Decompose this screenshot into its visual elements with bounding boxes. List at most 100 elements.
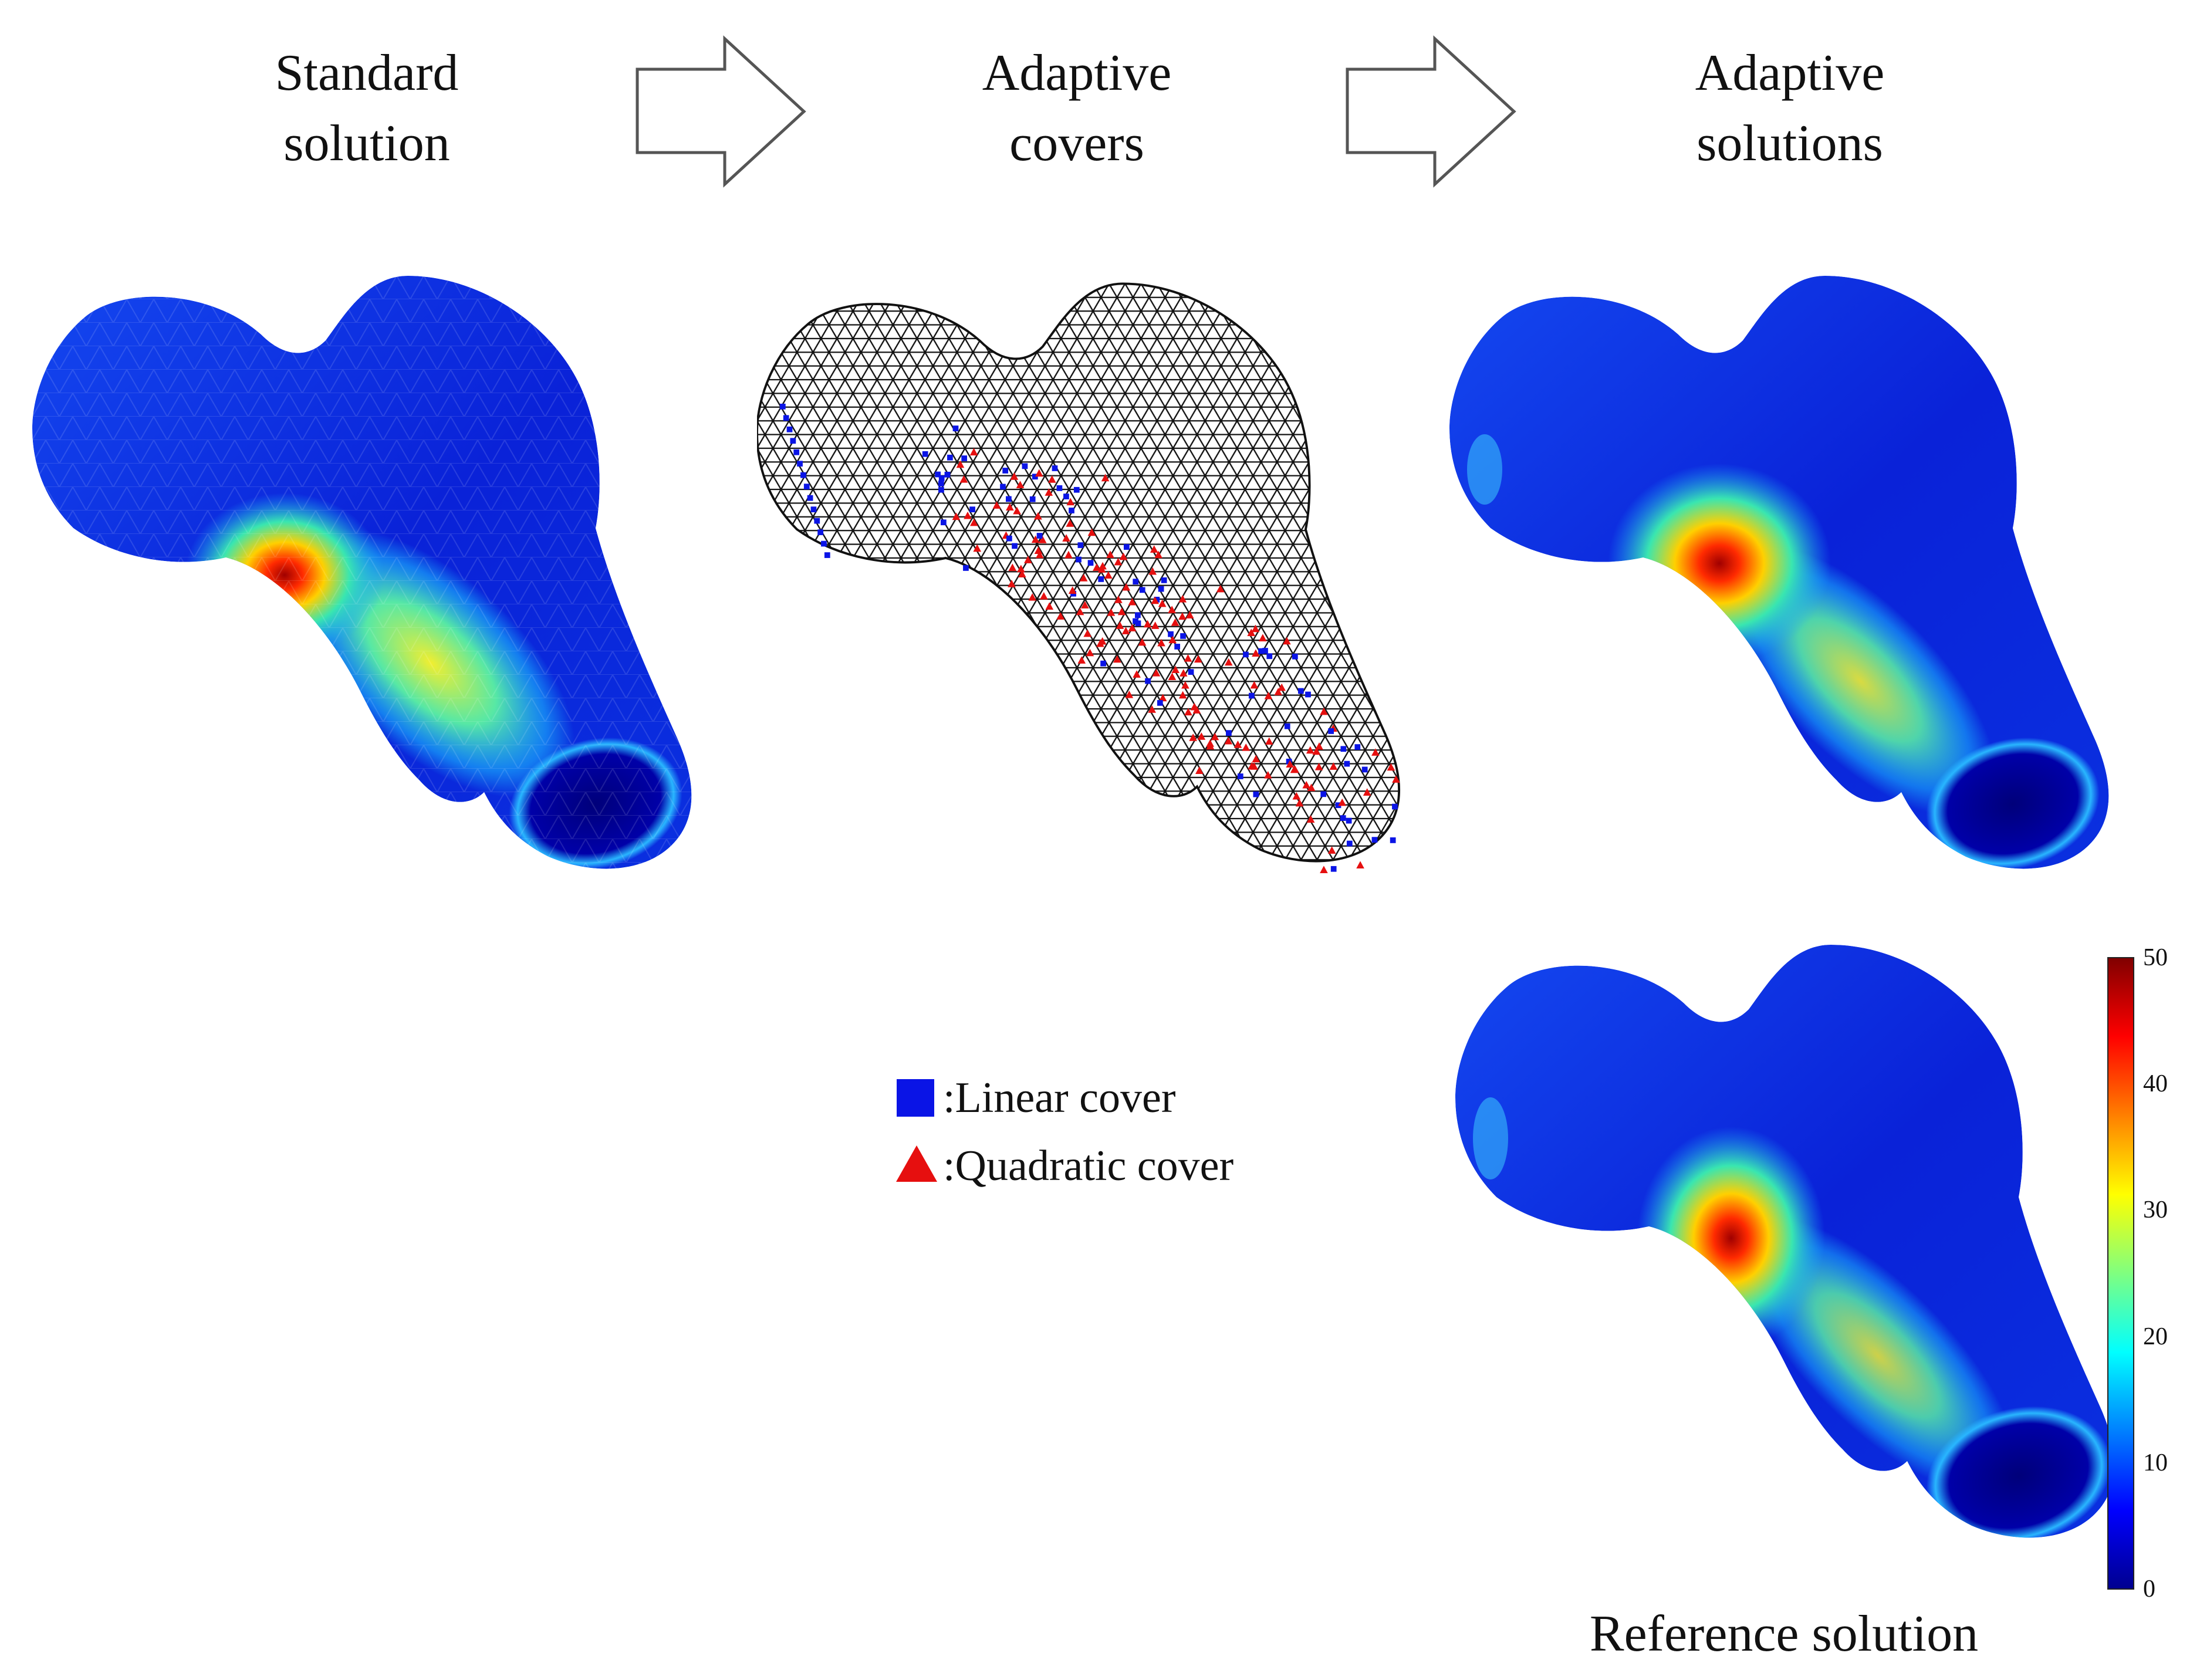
quadratic-cover-node xyxy=(1292,792,1301,800)
quadratic-cover-node xyxy=(1064,550,1073,559)
quadratic-cover-node xyxy=(1250,681,1259,689)
linear-cover-node xyxy=(1056,485,1063,491)
quadratic-cover-node xyxy=(1008,580,1016,587)
colorbar-tick-label: 10 xyxy=(2143,1449,2168,1476)
linear-cover-node xyxy=(810,506,817,512)
quadratic-cover-node xyxy=(1083,629,1091,637)
linear-cover-node xyxy=(803,484,810,490)
quadratic-cover-node xyxy=(1031,535,1040,543)
quadratic-cover-node xyxy=(1016,481,1025,489)
quadratic-cover-node xyxy=(1302,780,1311,789)
linear-cover-node xyxy=(779,403,786,410)
linear-cover-node xyxy=(1335,802,1341,809)
linear-cover-node xyxy=(1000,484,1006,490)
quadratic-cover-node xyxy=(1119,552,1128,560)
linear-cover-node xyxy=(1098,576,1104,582)
quadratic-cover-node xyxy=(1184,654,1192,662)
quadratic-cover-node xyxy=(1106,550,1114,558)
quadratic-cover-node xyxy=(1081,601,1089,609)
linear-cover-node xyxy=(817,529,823,535)
quadratic-cover-node xyxy=(1121,627,1130,634)
quadratic-cover-node xyxy=(959,475,968,483)
quadratic-cover-node xyxy=(973,544,982,552)
quadratic-cover-node xyxy=(1010,472,1019,480)
quadratic-cover-node xyxy=(1006,503,1014,511)
linear-cover-node xyxy=(1100,660,1106,667)
heading-line: solution xyxy=(283,115,450,172)
quadratic-cover-node xyxy=(1224,658,1233,666)
quadratic-cover-node xyxy=(1320,866,1328,873)
quadratic-cover-node xyxy=(1392,775,1400,783)
linear-cover-node xyxy=(922,451,928,457)
quadratic-cover-node xyxy=(1234,740,1242,748)
heading-line: Adaptive xyxy=(1695,45,1885,102)
standard-solution-plot xyxy=(32,276,692,869)
linear-cover-node xyxy=(938,475,945,481)
quadratic-cover-node xyxy=(1264,691,1273,699)
linear-cover-node xyxy=(1243,651,1249,658)
linear-cover-node xyxy=(1340,815,1346,821)
quadratic-cover-node xyxy=(1086,648,1094,657)
linear-cover-node xyxy=(1077,542,1084,548)
quadratic-cover-node xyxy=(1035,550,1044,559)
quadratic-cover-node xyxy=(1307,783,1316,792)
quadratic-cover-node xyxy=(1224,736,1233,745)
linear-cover-node xyxy=(1188,669,1194,675)
quadratic-cover-node xyxy=(1117,607,1126,616)
linear-cover-node xyxy=(1284,723,1290,729)
linear-cover-node xyxy=(1135,620,1141,627)
quadratic-cover-node xyxy=(1158,694,1167,702)
linear-cover-node xyxy=(1328,728,1334,734)
quadratic-cover-node xyxy=(1040,592,1048,600)
quadratic-cover-node xyxy=(1263,770,1272,779)
colorbar-tick-label: 40 xyxy=(2143,1070,2168,1098)
quadratic-cover-node xyxy=(1252,755,1260,763)
quadratic-cover-node xyxy=(1077,656,1086,664)
linear-cover-node xyxy=(961,455,968,461)
linear-cover-node xyxy=(786,426,793,432)
quadratic-cover-node xyxy=(1154,550,1162,559)
quadratic-cover-node xyxy=(1320,707,1328,715)
quadratic-cover-node xyxy=(1133,670,1141,678)
quadratic-cover-node xyxy=(1185,611,1194,618)
linear-cover-node xyxy=(1354,744,1361,750)
quadratic-cover-node xyxy=(1076,607,1084,616)
heading-line: solutions xyxy=(1697,115,1883,172)
quadratic-cover-node xyxy=(1363,788,1371,796)
flow-arrow-right-icon xyxy=(636,35,806,188)
quadratic-cover-node xyxy=(1138,638,1147,646)
linear-cover-node xyxy=(1180,633,1186,639)
quadratic-cover-node xyxy=(1017,564,1025,573)
quadratic-cover-node xyxy=(1291,765,1299,773)
quadratic-cover-node xyxy=(1251,624,1260,633)
quadratic-cover-node xyxy=(1194,655,1202,663)
quadratic-cover-node xyxy=(1093,563,1101,571)
quadratic-cover-node xyxy=(952,512,961,520)
quadratic-cover-node xyxy=(1087,528,1096,536)
quadratic-cover-node xyxy=(1315,742,1323,750)
heading-adaptive-covers: Adaptive covers xyxy=(842,38,1312,179)
quadratic-cover-node xyxy=(1278,683,1286,691)
linear-cover-node xyxy=(790,438,796,444)
quadratic-cover-node xyxy=(1128,597,1137,606)
quadratic-cover-node xyxy=(1371,748,1380,756)
heading-line: Standard xyxy=(275,45,459,102)
linear-cover-node xyxy=(1006,535,1012,542)
legend: :Linear cover :Quadratic cover xyxy=(895,1068,1317,1203)
quadratic-cover-node xyxy=(1314,762,1323,770)
linear-cover-node xyxy=(1253,791,1259,797)
quadratic-cover-node xyxy=(1327,846,1336,854)
quadratic-cover-node xyxy=(1158,599,1167,607)
quadratic-cover-node xyxy=(1168,672,1177,680)
linear-cover-node xyxy=(824,552,830,558)
quadratic-cover-node xyxy=(1259,634,1267,642)
quadratic-cover-node xyxy=(1045,602,1054,610)
linear-cover-node xyxy=(1158,586,1164,592)
quadratic-cover-node xyxy=(1125,690,1134,698)
reference-solution-plot xyxy=(1455,945,2115,1538)
linear-cover-node xyxy=(1226,730,1232,736)
linear-cover-node xyxy=(1346,817,1352,824)
linear-cover-node xyxy=(1237,773,1243,779)
quadratic-cover-node xyxy=(1150,545,1158,553)
quadratic-cover-node xyxy=(1104,571,1113,579)
